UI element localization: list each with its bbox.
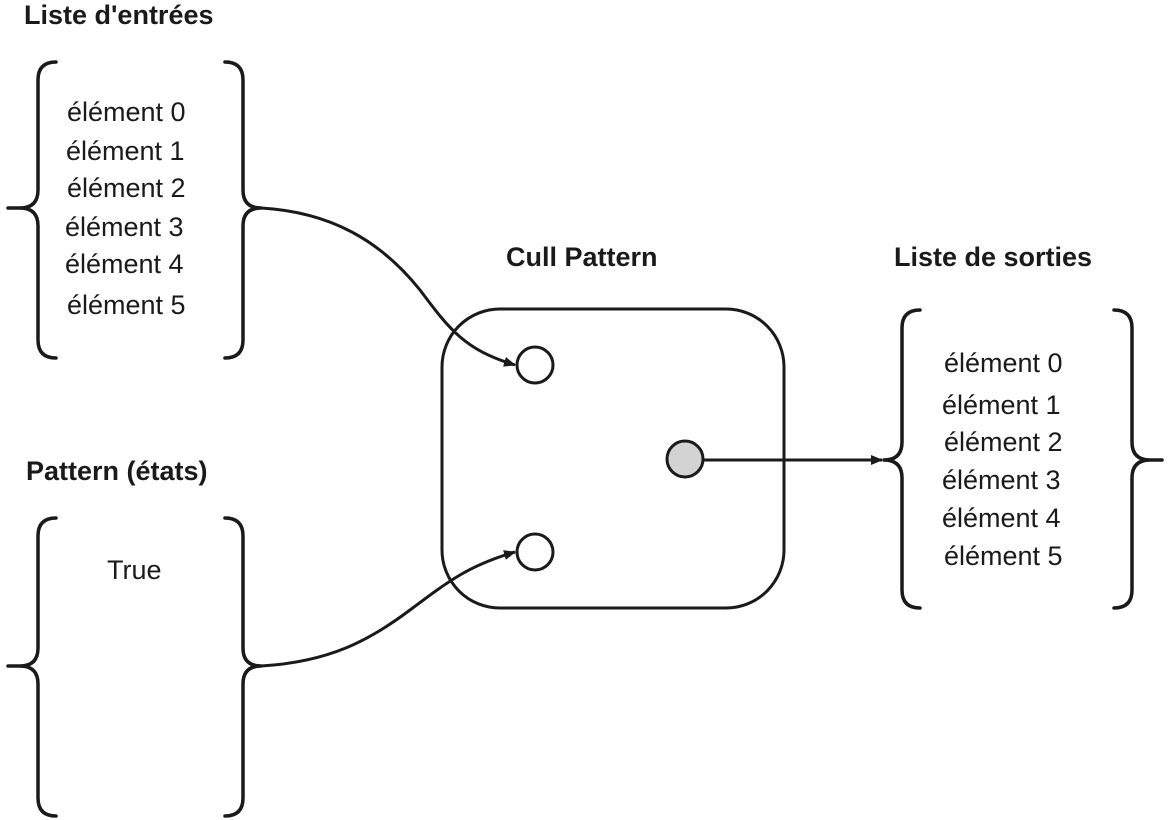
pattern-list-title: Pattern (états) xyxy=(26,456,208,486)
input-list-item: élément 5 xyxy=(67,290,186,320)
input-list-brace-group xyxy=(6,60,263,360)
output-list-title: Liste de sorties xyxy=(894,242,1093,272)
pattern-input-port[interactable] xyxy=(515,532,555,572)
output-list-item: élément 5 xyxy=(944,541,1063,571)
connector-pattern-to-node xyxy=(260,550,516,668)
input-list-item: élément 1 xyxy=(66,136,185,166)
connector-input-list-to-node xyxy=(260,206,516,367)
output-list-left-brace xyxy=(882,308,922,610)
pattern-list-item: True xyxy=(107,555,162,585)
cull-pattern-title: Cull Pattern xyxy=(506,242,658,272)
pattern-list-left-brace xyxy=(6,516,58,818)
input-list-left-brace xyxy=(6,60,58,360)
output-list-brace-group xyxy=(882,308,1164,610)
output-list-right-brace xyxy=(1112,308,1164,610)
output-list-item: élément 4 xyxy=(942,503,1061,533)
pattern-list-brace-group xyxy=(6,516,263,818)
input-list-item: élément 2 xyxy=(67,173,186,203)
input-list-right-brace xyxy=(223,60,263,360)
list-output-port[interactable] xyxy=(665,439,705,479)
pattern-list-right-brace xyxy=(223,516,263,818)
output-list-item: élément 3 xyxy=(942,465,1061,495)
output-list-item: élément 2 xyxy=(944,427,1063,457)
output-list-item: élément 0 xyxy=(944,348,1063,378)
input-list-item: élément 0 xyxy=(67,97,186,127)
input-list-item: élément 4 xyxy=(65,249,184,279)
input-list-item: élément 3 xyxy=(65,212,184,242)
list-input-port[interactable] xyxy=(515,345,555,385)
output-list-item: élément 1 xyxy=(942,390,1061,420)
input-list-title: Liste d'entrées xyxy=(24,0,214,30)
